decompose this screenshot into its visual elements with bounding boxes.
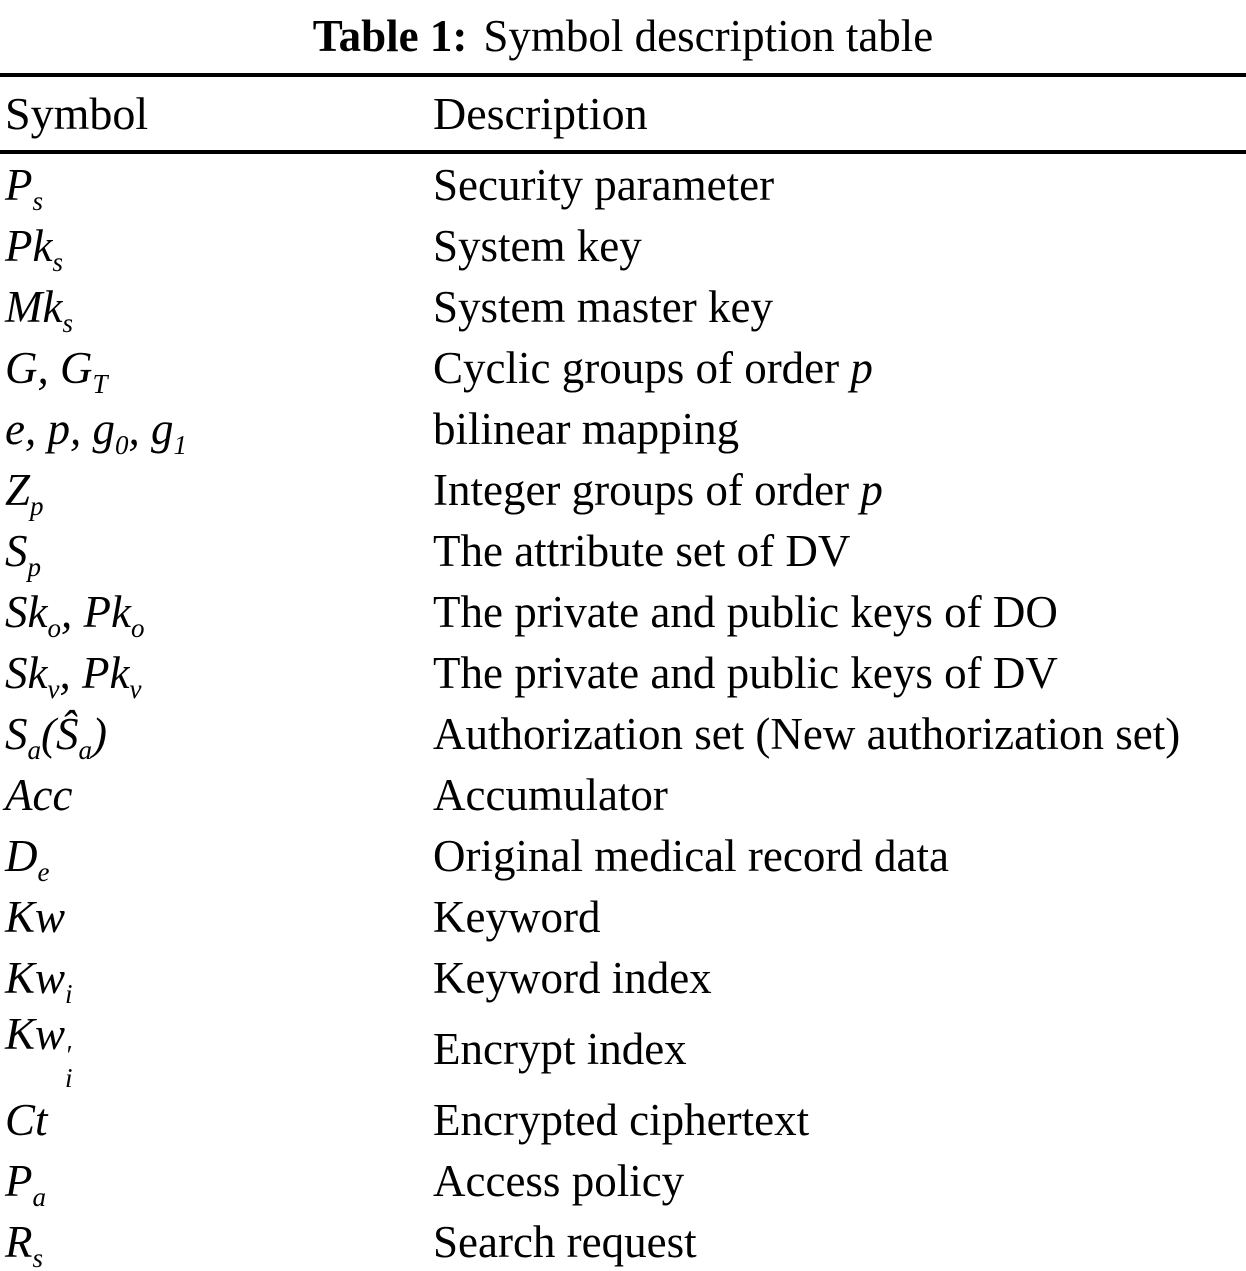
table-row: Pks System key <box>0 215 1246 276</box>
symbol-cell: Pa <box>5 1156 46 1213</box>
description-cell: Accumulator <box>433 769 668 820</box>
description-cell: Integer groups of order p <box>433 464 883 515</box>
description-cell: Security parameter <box>433 159 775 210</box>
column-header-symbol: Symbol <box>0 73 433 154</box>
table-header: Symbol Description <box>0 73 1246 154</box>
symbol-cell: Rs <box>0 1211 433 1271</box>
symbol-cell: G, GT <box>5 342 108 399</box>
table-row: Sa(Ŝa) Authorization set (New authorizati… <box>0 703 1246 764</box>
table-row: Kw Keyword <box>0 886 1246 947</box>
table-row: Zp Integer groups of order p <box>0 459 1246 520</box>
symbol-cell: Kw <box>5 891 66 942</box>
symbol-cell: Pks <box>5 220 63 277</box>
symbol-cell: Kwi <box>5 952 73 1009</box>
table-row: Sko, Pko The private and public keys of D… <box>0 581 1246 642</box>
symbol-cell: Sko, Pko <box>5 586 145 643</box>
description-cell: Search request <box>433 1211 1246 1271</box>
table-caption-text: Symbol description table <box>483 11 934 61</box>
description-cell: System key <box>433 220 642 271</box>
table-row: e, p, g0, g1 bilinear mapping <box>0 398 1246 459</box>
description-cell: Cyclic groups of order p <box>433 342 873 393</box>
description-cell: Original medical record data <box>433 830 950 881</box>
description-cell: Encrypted ciphertext <box>433 1095 810 1146</box>
table-caption-label: Table 1: <box>312 11 468 61</box>
description-cell: System master key <box>433 281 773 332</box>
table-row: Kw′i Encrypt index <box>0 1008 1246 1093</box>
table-row: Skv, Pkv The private and public keys of D… <box>0 642 1246 703</box>
description-cell: Keyword <box>433 891 601 942</box>
prime-subscript: ′i <box>65 1039 73 1093</box>
description-cell: Keyword index <box>433 952 712 1003</box>
table-row: De Original medical record data <box>0 825 1246 886</box>
table-row: Acc Accumulator <box>0 764 1246 825</box>
table-row: Ct Encrypted ciphertext <box>0 1090 1246 1151</box>
table-row: Mks System master key <box>0 276 1246 337</box>
symbol-cell: Kw′i <box>5 1009 73 1093</box>
symbol-cell: Mks <box>5 281 73 338</box>
symbol-cell: Acc <box>5 769 73 820</box>
description-cell: The private and public keys of DV <box>433 647 1058 698</box>
table-row: Pa Access policy <box>0 1151 1246 1212</box>
table-caption: Table 1: Symbol description table <box>0 0 1246 73</box>
symbol-cell: Skv, Pkv <box>5 647 142 704</box>
symbol-cell: Sp <box>5 525 41 582</box>
description-cell: Authorization set (New authorization set… <box>433 708 1181 759</box>
header-row: Symbol Description <box>0 73 1246 154</box>
description-cell: Encrypt index <box>433 1023 687 1074</box>
symbol-cell: e, p, g0, g1 <box>5 403 187 460</box>
column-header-description: Description <box>433 73 1246 154</box>
description-cell: Access policy <box>433 1156 685 1207</box>
description-cell: The attribute set of DV <box>433 525 851 576</box>
table-row: Sp The attribute set of DV <box>0 520 1246 581</box>
description-cell: bilinear mapping <box>433 403 740 454</box>
description-cell: The private and public keys of DO <box>433 586 1058 637</box>
table-row: G, GT Cyclic groups of order p <box>0 337 1246 398</box>
table-row: Ps Security parameter <box>0 152 1246 215</box>
symbol-cell: Ps <box>5 159 44 216</box>
symbol-cell: Sa(Ŝa) <box>5 708 107 765</box>
table-row: Kwi Keyword index <box>0 947 1246 1008</box>
symbol-cell: De <box>5 830 50 887</box>
symbol-cell: Ct <box>5 1095 48 1146</box>
symbol-cell: Zp <box>5 464 44 521</box>
